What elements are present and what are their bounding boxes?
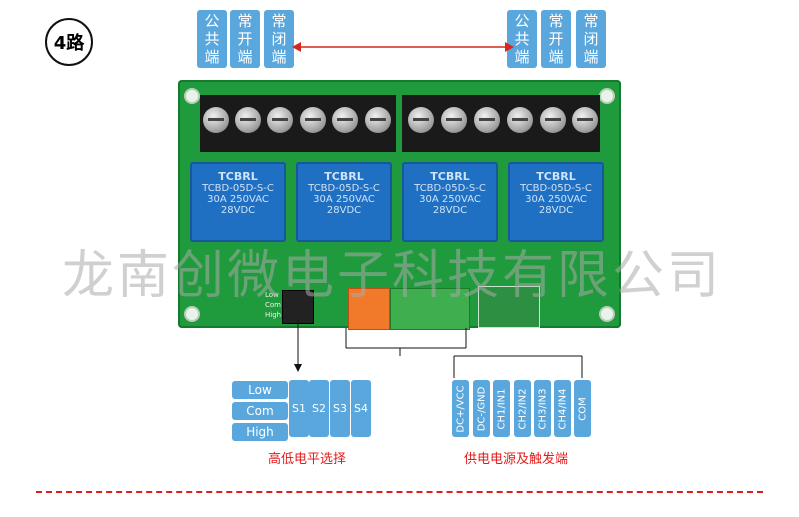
switch-s2: S2	[309, 380, 329, 437]
relay-rating: 30A 250VAC	[419, 194, 481, 205]
terminal-block-right	[402, 95, 600, 152]
switch-s3: S3	[330, 380, 350, 437]
pin-ch4: CH4/IN4	[554, 380, 571, 437]
relay-model: TCBD-05D-S-C	[520, 183, 592, 194]
level-option-low: Low	[232, 381, 288, 399]
terminal-screw[interactable]	[540, 107, 566, 133]
company-watermark: 龙南创微电子科技有限公司	[62, 246, 723, 306]
mount-hole	[599, 306, 615, 322]
pin-label: CH2/IN2	[517, 387, 528, 430]
double-arrow-icon	[292, 42, 514, 52]
relay-2: TCBRL TCBD-05D-S-C 30A 250VAC 28VDC	[296, 162, 392, 242]
jumper-label-low: Low	[265, 291, 279, 299]
terminal-screw[interactable]	[365, 107, 391, 133]
caption-power-trigger: 供电电源及触发端	[464, 452, 569, 467]
label-nc-right: 常 闭 端	[576, 10, 606, 68]
label-nc-left: 常 闭 端	[264, 10, 294, 68]
dashed-divider	[36, 491, 763, 493]
relay-brand: TCBRL	[536, 170, 576, 183]
terminal-screw[interactable]	[572, 107, 598, 133]
label-common-right: 公 共 端	[507, 10, 537, 68]
terminal-screw[interactable]	[474, 107, 500, 133]
switch-s1: S1	[289, 380, 309, 437]
relay-3: TCBRL TCBD-05D-S-C 30A 250VAC 28VDC	[402, 162, 498, 242]
pin-label-strip	[478, 286, 540, 328]
terminal-screw[interactable]	[408, 107, 434, 133]
switch-s4: S4	[351, 380, 371, 437]
pin-label: CH3/IN3	[537, 387, 548, 430]
relay-rating: 28VDC	[220, 205, 256, 216]
mount-hole	[184, 306, 200, 322]
mount-hole	[184, 88, 200, 104]
terminal-screw[interactable]	[300, 107, 326, 133]
pin-label: DC-/GND	[476, 386, 487, 431]
relay-brand: TCBRL	[324, 170, 364, 183]
pin-com: COM	[574, 380, 591, 437]
relay-rating: 30A 250VAC	[313, 194, 375, 205]
label-common-left: 公 共 端	[197, 10, 227, 68]
pin-dc-vcc: DC+/VCC	[452, 380, 469, 437]
pin-dc-gnd: DC-/GND	[473, 380, 490, 437]
signal-terminal[interactable]	[390, 288, 470, 330]
pin-label: CH4/IN4	[557, 387, 568, 430]
pin-ch1: CH1/IN1	[493, 380, 510, 437]
terminal-screw[interactable]	[203, 107, 229, 133]
channel-badge-label: 4路	[53, 33, 85, 54]
level-option-com: Com	[232, 402, 288, 420]
relay-brand: TCBRL	[218, 170, 258, 183]
terminal-block-left	[200, 95, 396, 152]
pin-ch2: CH2/IN2	[514, 380, 531, 437]
mount-hole	[599, 88, 615, 104]
pin-label: COM	[577, 396, 588, 421]
relay-model: TCBD-05D-S-C	[414, 183, 486, 194]
relay-rating: 28VDC	[538, 205, 574, 216]
relay-model: TCBD-05D-S-C	[308, 183, 380, 194]
terminal-screw[interactable]	[235, 107, 261, 133]
terminal-screw[interactable]	[441, 107, 467, 133]
pin-ch3: CH3/IN3	[534, 380, 551, 437]
relay-4: TCBRL TCBD-05D-S-C 30A 250VAC 28VDC	[508, 162, 604, 242]
level-option-high: High	[232, 423, 288, 441]
power-terminal[interactable]	[348, 288, 390, 330]
terminal-screw[interactable]	[332, 107, 358, 133]
jumper-label-high: High	[265, 311, 282, 319]
relay-rating: 30A 250VAC	[207, 194, 269, 205]
caption-level-select: 高低电平选择	[268, 452, 347, 467]
relay-model: TCBD-05D-S-C	[202, 183, 274, 194]
pin-label: CH1/IN1	[496, 387, 507, 430]
relay-board: TCBRL TCBD-05D-S-C 30A 250VAC 28VDC TCBR…	[178, 80, 621, 330]
label-no-left: 常 开 端	[230, 10, 260, 68]
label-no-right: 常 开 端	[541, 10, 571, 68]
relay-brand: TCBRL	[430, 170, 470, 183]
relay-rating: 28VDC	[326, 205, 362, 216]
terminal-screw[interactable]	[507, 107, 533, 133]
relay-rating: 28VDC	[432, 205, 468, 216]
pin-label: DC+/VCC	[455, 384, 466, 433]
relay-rating: 30A 250VAC	[525, 194, 587, 205]
channel-badge: 4路	[45, 18, 93, 66]
jumper-label-com: Com	[265, 301, 281, 309]
terminal-screw[interactable]	[267, 107, 293, 133]
relay-1: TCBRL TCBD-05D-S-C 30A 250VAC 28VDC	[190, 162, 286, 242]
